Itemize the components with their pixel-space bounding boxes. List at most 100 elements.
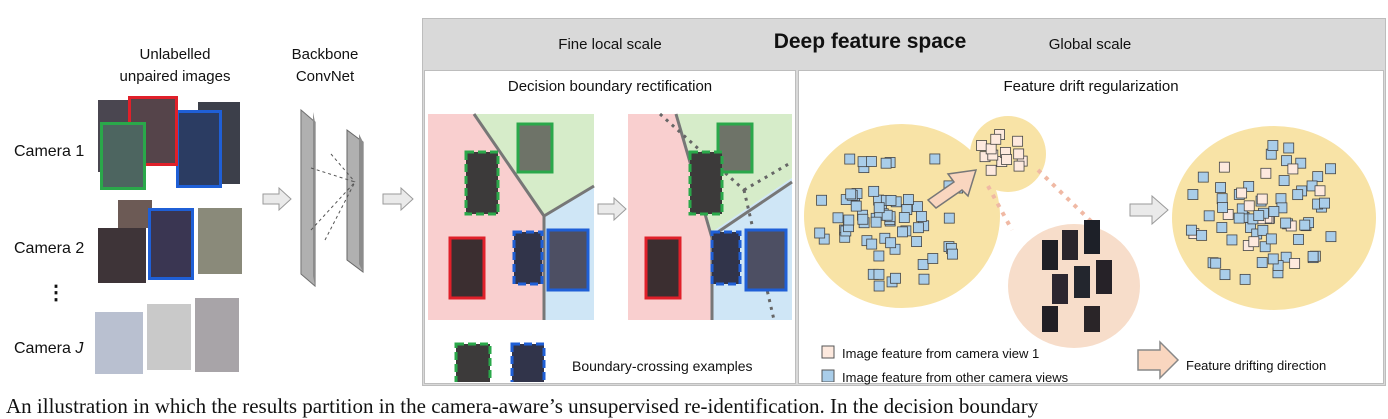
feature-square [1289, 258, 1301, 269]
feature-square [1203, 210, 1215, 222]
feature-square [976, 140, 987, 151]
feature-square [1197, 171, 1209, 183]
backbone-title: Backbone ConvNet [291, 46, 359, 85]
feature-square [870, 216, 882, 228]
feature-square [1012, 135, 1024, 147]
camera-2-label: Camera 2 [14, 240, 85, 257]
feature-square [1307, 251, 1319, 262]
deep-feature-space-title: Deep feature space [773, 30, 967, 53]
feature-square [885, 237, 897, 249]
camera-j-label: Camera J [14, 340, 84, 357]
feature-square [911, 236, 922, 248]
feature-square [1236, 187, 1248, 199]
feature-drift-diagram [804, 116, 1376, 382]
feature-square [873, 268, 885, 280]
feature-square [881, 209, 893, 221]
feature-square [880, 157, 892, 169]
feature-square [1243, 200, 1255, 212]
feature-square [1260, 167, 1272, 179]
feature-square [1216, 222, 1228, 233]
camera-2-images [98, 198, 248, 283]
feature-square [1283, 142, 1295, 154]
feature-square [1001, 154, 1013, 165]
feature-square [843, 214, 855, 226]
feature-square [918, 273, 930, 285]
camera-j-images [95, 298, 245, 374]
feature-square [1196, 229, 1208, 241]
feature-square [912, 201, 923, 213]
feature-square [1259, 241, 1271, 253]
feature-square [816, 194, 827, 206]
legend-view1: Image feature from camera view 1 [842, 346, 1040, 361]
feature-square [898, 212, 910, 223]
feature-square [1222, 209, 1234, 220]
feature-square [1253, 210, 1265, 222]
feature-square [985, 164, 997, 176]
feature-square [915, 211, 927, 222]
feature-square [1226, 234, 1238, 246]
feature-cluster-view1 [976, 129, 1028, 176]
feature-square [1275, 193, 1287, 205]
feature-square [1314, 185, 1326, 197]
feature-square [985, 143, 997, 155]
legend-other-views: Image feature from other camera views [842, 370, 1069, 385]
feature-square [1185, 224, 1197, 236]
feature-square [1281, 155, 1292, 167]
feature-square [873, 280, 885, 292]
feature-square [866, 238, 878, 250]
feature-square [1280, 251, 1292, 263]
feature-square [845, 188, 857, 200]
feature-drift-title: Feature drift regularization [1003, 78, 1179, 95]
arrow-to-backbone [262, 186, 292, 212]
feature-square [1233, 212, 1245, 224]
feature-square [1312, 171, 1324, 183]
camera-1-images [98, 92, 248, 192]
feature-square [814, 227, 826, 239]
boundary-crossing-legend: Boundary-crossing examples [572, 358, 753, 374]
feature-square [990, 133, 1002, 145]
feature-square [1256, 193, 1268, 205]
feature-square [929, 153, 941, 165]
feature-cluster-blue [814, 153, 964, 292]
camera-ellipsis: ⋮ [46, 282, 66, 304]
feature-square [1248, 236, 1260, 248]
feature-square [1219, 269, 1231, 281]
fine-local-scale-label: Fine local scale [558, 36, 662, 53]
feature-square [890, 272, 901, 284]
feature-square [1287, 163, 1299, 175]
feature-cluster-aligned [1185, 140, 1337, 285]
feature-square [1267, 253, 1279, 265]
feature-square [868, 185, 880, 197]
feature-square [885, 195, 897, 206]
decision-boundary-diagram [428, 112, 793, 382]
backbone-diagram [262, 108, 414, 288]
feature-square [1187, 189, 1199, 200]
feature-square [1243, 181, 1255, 192]
feature-square [832, 212, 844, 224]
feature-square [1218, 161, 1230, 173]
feature-square [1256, 257, 1268, 268]
decision-boundary-title: Decision boundary rectification [507, 78, 713, 95]
feature-square [1239, 273, 1251, 285]
feature-square [857, 213, 869, 225]
feature-square [873, 250, 885, 262]
feature-square [1280, 217, 1292, 229]
global-scale-label: Global scale [1048, 36, 1132, 53]
feature-square [943, 212, 955, 224]
feature-square [927, 253, 939, 264]
feature-square [1278, 175, 1290, 186]
feature-square [1217, 202, 1228, 213]
feature-square [917, 259, 929, 270]
feature-square [912, 222, 924, 234]
arrow-to-feature-space [382, 186, 414, 212]
feature-square [1013, 160, 1025, 172]
feature-square [866, 156, 877, 167]
feature-square [1319, 197, 1330, 209]
feature-square [1215, 182, 1226, 193]
unlabelled-images-title: Unlabelled unpaired images [119, 46, 231, 85]
feature-square [1325, 163, 1336, 175]
feature-square [1013, 148, 1025, 160]
feature-square [1257, 224, 1269, 236]
feature-square [1295, 157, 1307, 169]
feature-square [1210, 257, 1222, 269]
